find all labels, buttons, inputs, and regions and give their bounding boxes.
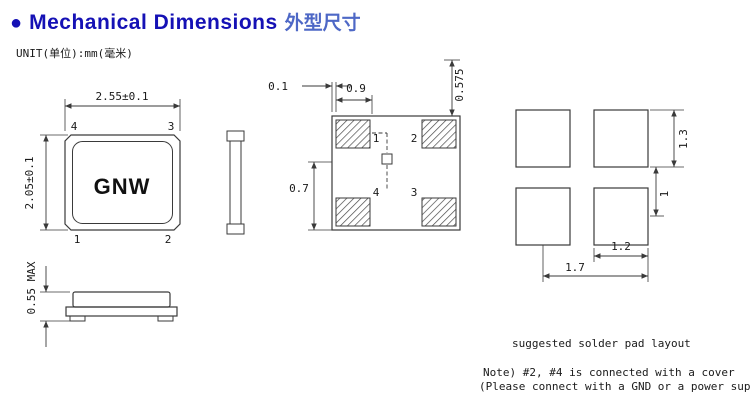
pad-2 — [421, 119, 457, 149]
component-marking: GNW — [94, 174, 151, 199]
dim-height-label: 2.05±0.1 — [23, 157, 36, 210]
edge-gap-dimension: 0.1 — [268, 80, 352, 112]
pad-gap-dimension: 1 — [650, 167, 671, 217]
height-dimension: 2.05±0.1 — [23, 134, 68, 231]
component-outline — [64, 134, 181, 231]
dim-width-label: 2.55±0.1 — [96, 90, 149, 103]
section-title: ● Mechanical Dimensions 外型尺寸 — [10, 8, 361, 35]
title-bullet-icon: ● — [10, 12, 23, 34]
side-view — [226, 130, 245, 235]
solder-pad — [515, 109, 571, 168]
dim-gap-label: 1 — [658, 191, 671, 198]
pin-label: 2 — [165, 233, 172, 246]
pin-label: 1 — [74, 233, 81, 246]
dim-side-offset-label: 0.7 — [289, 182, 309, 195]
pin-label: 3 — [168, 120, 175, 133]
solder-pad — [593, 187, 649, 246]
dim-pad-height-label: 1.3 — [677, 129, 690, 149]
section-title-en: Mechanical Dimensions — [29, 11, 278, 34]
solder-pad — [515, 187, 571, 246]
solder-layout-caption: suggested solder pad layout — [512, 337, 691, 350]
dim-edge-gap-label: 0.1 — [268, 80, 288, 93]
width-dimension: 2.55±0.1 — [64, 90, 181, 131]
pad-1 — [335, 119, 371, 149]
top-offset-dimension: 0.575 — [444, 59, 466, 116]
section-title-zh: 外型尺寸 — [284, 13, 361, 34]
dim-pitch-label: 1.7 — [565, 261, 585, 274]
pad-number: 3 — [411, 186, 418, 199]
pad-number: 4 — [373, 186, 380, 199]
dim-solder-width-label: 1.2 — [611, 240, 631, 253]
pad-4 — [335, 197, 371, 227]
pad-view-outline — [331, 115, 461, 231]
component-inner-outline — [72, 141, 173, 224]
pin-label: 4 — [71, 120, 78, 133]
pad-view: 1 2 4 3 0.1 0.9 0.575 — [268, 59, 466, 231]
solder-pad-layout: 1.3 1 1.2 1.7 suggested solder pad layou… — [512, 109, 691, 350]
footnote: Note) #2, #4 is connected with a cover (… — [479, 366, 750, 393]
footnote-line2: (Please connect with a GND or a power su… — [479, 380, 750, 393]
top-view: GNW 4 3 1 2 2.55±0.1 2.05±0.1 — [23, 90, 245, 347]
thickness-dimension: 0.55 MAX — [25, 261, 70, 347]
footnote-line1: Note) #2, #4 is connected with a cover — [483, 366, 735, 379]
profile-view — [65, 291, 178, 322]
side-offset-dimension: 0.7 — [289, 161, 332, 231]
pad-number: 1 — [373, 132, 380, 145]
pad-number: 2 — [411, 132, 418, 145]
solder-pad — [593, 109, 649, 168]
pad-width-dimension: 0.9 — [336, 82, 373, 114]
center-mark — [381, 153, 393, 165]
dim-pad-width-label: 0.9 — [346, 82, 366, 95]
pitch-dimension: 1.7 — [542, 245, 648, 282]
dim-top-offset-label: 0.575 — [453, 68, 466, 101]
dim-thickness-label: 0.55 MAX — [25, 261, 38, 314]
pad-height-dimension: 1.3 — [650, 109, 690, 168]
pad-3 — [421, 197, 457, 227]
unit-note: UNIT(单位):mm(毫米) — [16, 46, 133, 60]
